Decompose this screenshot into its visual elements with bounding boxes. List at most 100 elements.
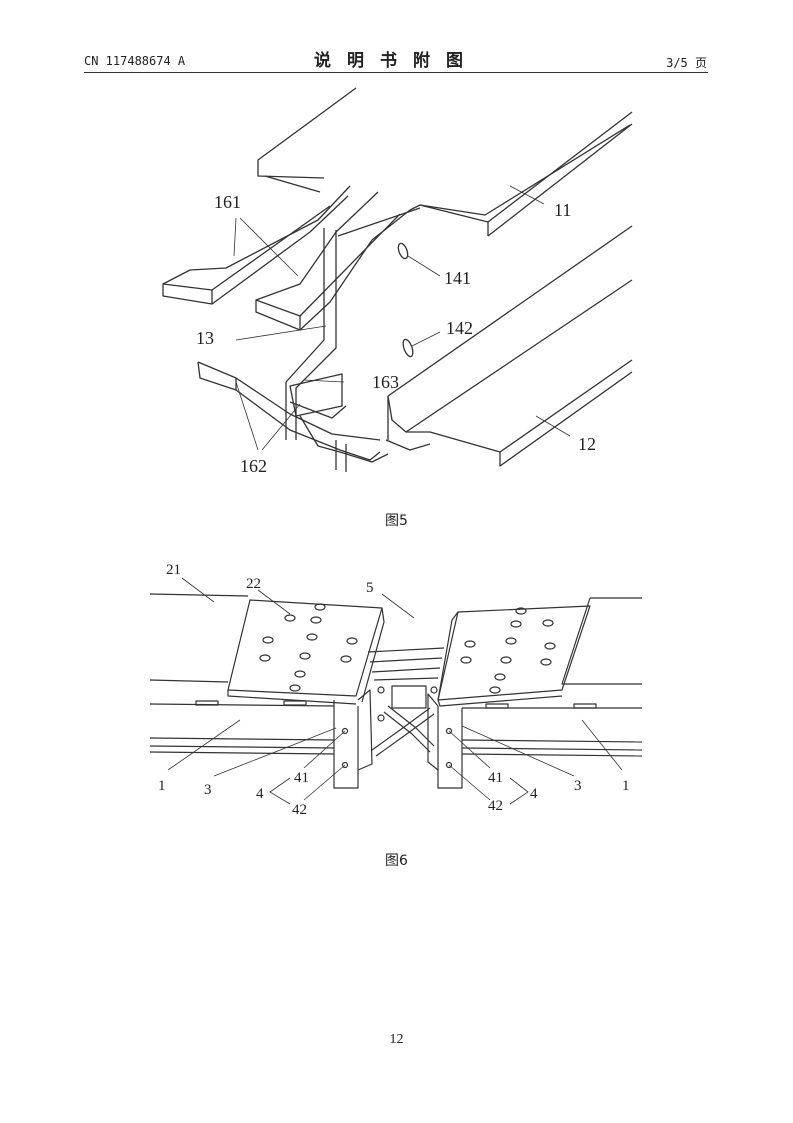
leader-141: [408, 256, 440, 276]
hole-42: [343, 763, 348, 768]
leader-1b: [582, 720, 622, 770]
bolt: [311, 617, 321, 623]
leader-42a: [304, 765, 345, 800]
bolt: [506, 638, 516, 644]
label-4-right: 4: [530, 786, 538, 802]
bolt: [541, 659, 551, 665]
figure-6-drawing: 21 22 5 1 3 41 4 42 41 4 42 3 1: [0, 562, 793, 818]
leader-21: [182, 578, 214, 602]
page-number: 12: [389, 1032, 404, 1047]
mech-hole: [378, 715, 384, 721]
label-1-right: 1: [622, 778, 630, 794]
leader-161a: [234, 218, 236, 256]
right-rail-end: [562, 598, 642, 684]
leader-42b: [449, 765, 490, 800]
slot-161-right-top: [256, 214, 400, 316]
label-42-left: 42: [292, 802, 307, 818]
right-plate-front: [438, 696, 562, 706]
block-163: [290, 374, 342, 416]
label-141: 141: [444, 268, 471, 288]
right-plate: [438, 606, 590, 700]
figure-5-caption: 图5: [385, 513, 408, 529]
panel-12-lip: [406, 360, 632, 452]
label-21: 21: [166, 562, 181, 578]
bolt: [516, 608, 526, 614]
leader-4b: [510, 778, 528, 804]
hole-42: [447, 763, 452, 768]
bolt: [300, 653, 310, 659]
hole-41: [447, 729, 452, 734]
leader-3a: [214, 728, 336, 776]
leader-4a: [270, 778, 290, 804]
right-plate-edge: [438, 612, 458, 700]
mech-cross2: [376, 714, 434, 756]
left-rail-mid: [150, 680, 228, 682]
panel-12-bottom: [386, 440, 430, 450]
mech-cross1: [372, 708, 430, 750]
figure-5-drawing: 161 11 141 13 142 163 162 12: [0, 80, 793, 476]
panel-11-edge: [265, 176, 320, 192]
slot-161-left: [163, 186, 350, 304]
bolt: [295, 671, 305, 677]
bolt: [511, 621, 521, 627]
leader-162b: [262, 404, 300, 450]
hole-141: [397, 242, 410, 260]
left-rail-top: [150, 594, 248, 596]
mech-block: [392, 686, 426, 708]
page-indicator: 3/5 页: [666, 56, 707, 70]
panel-12-top: [388, 226, 632, 396]
leader-162a: [236, 382, 258, 450]
bolt: [307, 634, 317, 640]
mech-cross4: [388, 706, 434, 746]
arm-162: [198, 362, 380, 460]
bolt: [263, 637, 273, 643]
mech-top2: [370, 658, 442, 662]
leader-13: [236, 326, 326, 340]
bolt: [315, 604, 325, 610]
right-rail-line3: [462, 748, 642, 750]
page-title: 说明书附图: [314, 51, 479, 71]
bolt: [501, 657, 511, 663]
left-plate-front: [228, 690, 356, 704]
left-plate-22: [228, 600, 382, 696]
bolt: [461, 657, 471, 663]
label-163: 163: [372, 372, 399, 392]
figure-6-caption: 图6: [385, 853, 408, 869]
panel-11-outline: [258, 88, 356, 178]
slot-161-left-top: [163, 206, 330, 290]
left-rail-line4: [150, 752, 334, 754]
label-161: 161: [214, 192, 241, 212]
mech-hole: [431, 687, 437, 693]
panel-11-front: [420, 112, 632, 222]
bolt: [260, 655, 270, 661]
hole-41: [343, 729, 348, 734]
label-4-left: 4: [256, 786, 264, 802]
label-12: 12: [578, 434, 596, 454]
leader-161b: [240, 218, 298, 276]
right-rail-line2: [462, 740, 642, 742]
leader-12: [536, 416, 570, 436]
label-41-left: 41: [294, 770, 309, 786]
left-bracket-side: [358, 690, 372, 770]
bolt: [545, 643, 555, 649]
hole-142: [401, 338, 415, 358]
arm-162-top: [198, 362, 380, 440]
left-rail-line1: [150, 704, 334, 706]
leader-41a: [304, 731, 345, 768]
label-11: 11: [554, 200, 571, 220]
bolt: [465, 641, 475, 647]
left-rail-tab1: [196, 701, 218, 705]
web-13-link: [338, 208, 420, 236]
label-41-right: 41: [488, 770, 503, 786]
bolt: [543, 620, 553, 626]
left-bracket-3: [334, 700, 358, 788]
label-142: 142: [446, 318, 473, 338]
leader-3b: [462, 726, 574, 776]
bolt: [341, 656, 351, 662]
right-rail-tab1: [486, 704, 508, 708]
label-1-left: 1: [158, 778, 166, 794]
mech-top3: [372, 668, 440, 672]
leader-41b: [449, 731, 490, 768]
label-13: 13: [196, 328, 214, 348]
bolt: [347, 638, 357, 644]
